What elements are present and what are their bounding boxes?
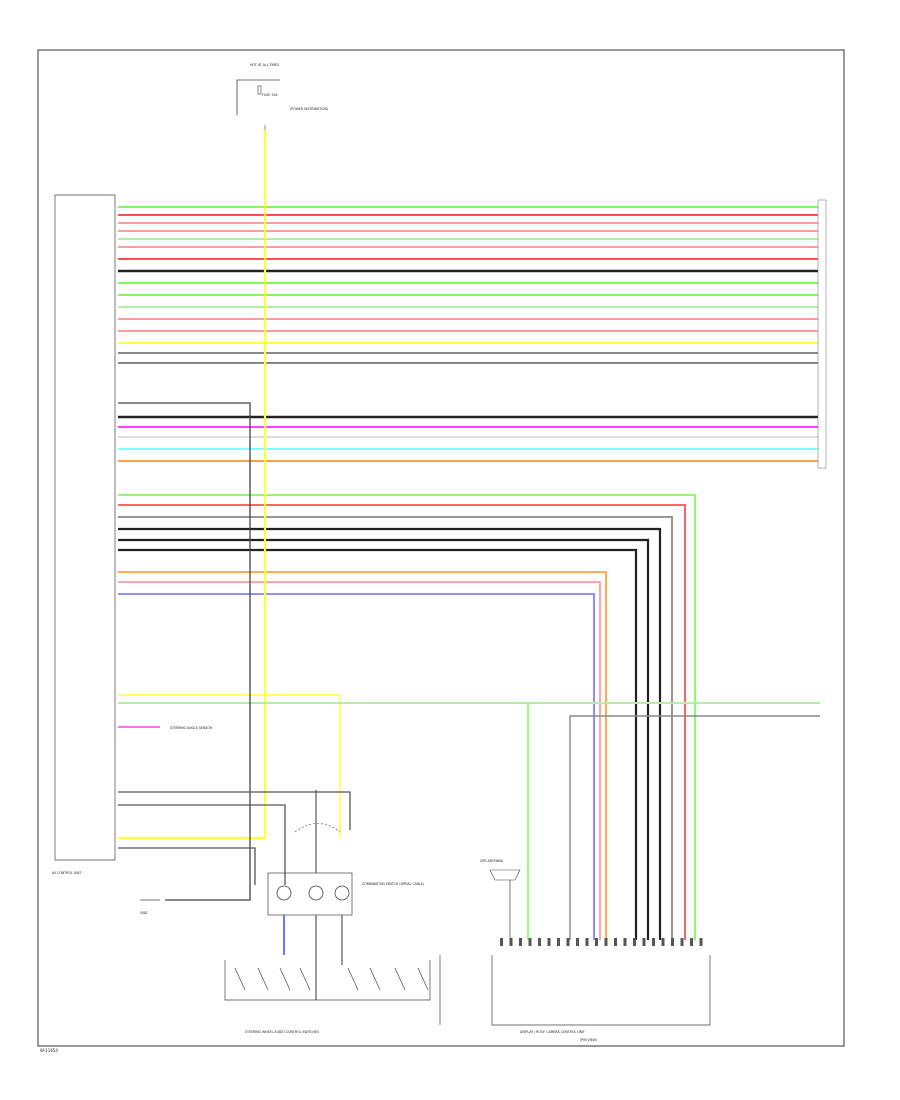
connector-pin [519,938,522,946]
right-connector [817,199,827,469]
steering-angle-label: STEERING ANGLE SENSOR [170,726,213,730]
display-wire [118,516,673,940]
display-wire [118,593,595,940]
steering-wire-3 [118,847,256,885]
display-unit: DISPLAY / ROOF CAMERA CONTROL UNIT (PIN … [491,938,711,1042]
connector-pin [623,938,627,946]
display-wire [118,504,686,940]
fuse-name: FUSE 15A [262,93,278,97]
display-unit-sublabel: (PIN VIEW) [580,1038,597,1042]
yellow-power-wire [118,130,267,840]
connector-pin [699,938,703,946]
main-harness [118,206,818,462]
display-wire [118,581,601,940]
diagram-frame [37,49,845,1047]
antenna-label: GPS ANTENNA [480,859,504,863]
display-wire [118,494,696,940]
connector-pin [595,938,598,946]
connector-pin [680,938,684,946]
page-id: W-11654 [40,1048,58,1053]
connector-pin [604,938,608,946]
yellow-green-wire [118,694,341,838]
steering-buttons-label: STEERING WHEEL AUDIO CONTROL SWITCHES [245,1030,319,1034]
connector-pin [566,938,570,946]
display-pins [500,938,703,946]
connector-pin [614,938,617,946]
control-unit-label: AV CONTROL UNIT [52,871,81,875]
display-wire [118,538,650,940]
connector-pin [500,938,503,946]
black-shield-wire [118,402,251,901]
ground-point: GND [140,899,160,915]
ground-label: GND [140,911,148,915]
fuse-block: HOT AT ALL TIMES FUSE 15A (POWER DISTRIB… [236,63,328,145]
connector-pin [671,938,674,946]
display-harness [118,494,696,940]
fuse-title: HOT AT ALL TIMES [250,63,279,67]
av-control-unit: AV CONTROL UNIT [52,194,116,875]
connector-pin [633,938,636,946]
steering-switches: STEERING WHEEL AUDIO CONTROL SWITCHES [224,955,441,1034]
connector-pin [585,938,589,946]
connector-pin [538,938,541,946]
gray-display-feed [569,715,820,940]
combination-switch-label: COMBINATION SWITCH (SPIRAL CABLE) [362,882,424,886]
connector-pin [690,938,693,946]
connector-pin [547,938,551,946]
gps-antenna: GPS ANTENNA [480,859,521,940]
connector-pin [652,938,655,946]
combination-switch: COMBINATION SWITCH (SPIRAL CABLE) [267,790,424,1000]
steering-wire-2 [118,804,286,885]
display-wire [118,548,638,940]
connector-pin [509,938,513,946]
connector-pin [528,938,532,946]
display-wire [118,527,662,940]
display-unit-label: DISPLAY / ROOF CAMERA CONTROL UNIT [520,1030,585,1034]
connector-pin [661,938,665,946]
connector-pin [642,938,646,946]
steering-wire-1 [118,791,351,830]
display-wire [118,571,607,940]
connector-pin [557,938,560,946]
fuse-note: (POWER DISTRIBUTION) [290,107,328,111]
connector-pin [576,938,579,946]
